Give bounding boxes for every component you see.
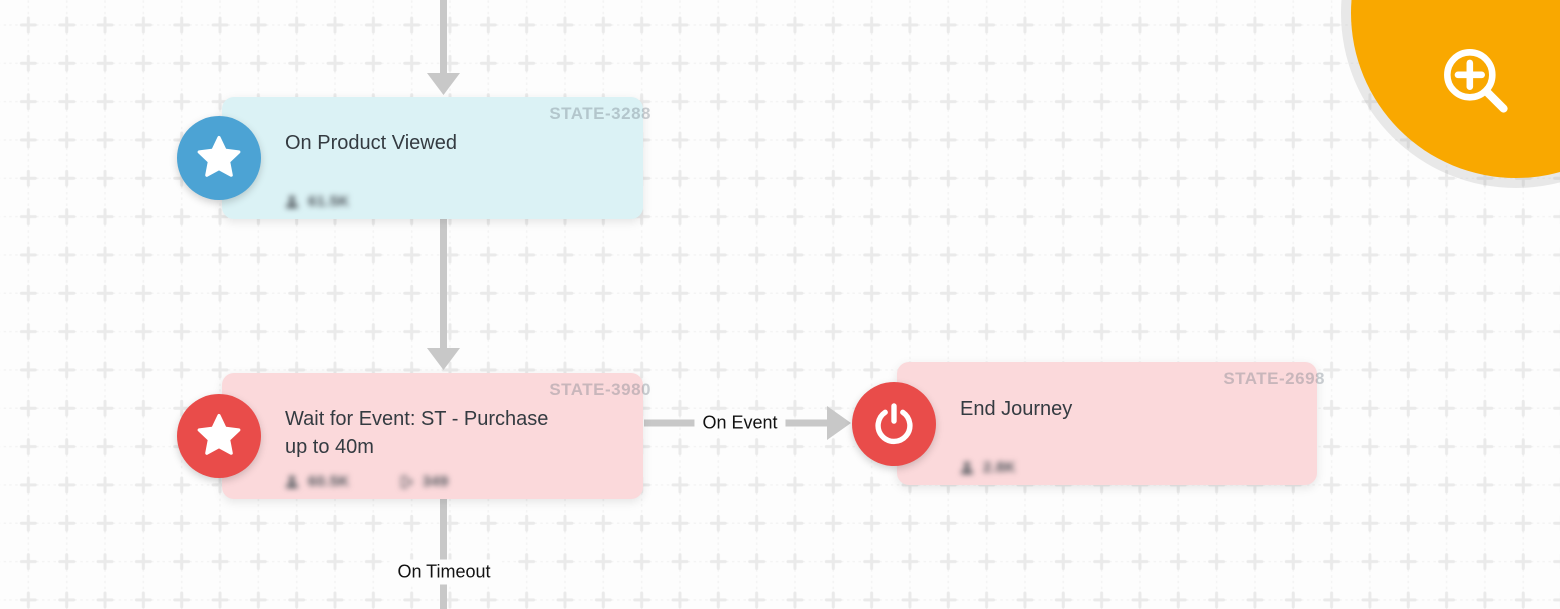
edge-label-on-event: On Event <box>694 410 786 436</box>
star-icon <box>195 412 243 460</box>
edge-arrow-incoming-top <box>427 0 460 95</box>
node-title-line: Wait for Event: ST - Purchase <box>285 408 549 430</box>
stat-users: 61.5K <box>284 193 350 210</box>
node-badge <box>177 394 261 478</box>
node-on-product-viewed[interactable]: STATE-3288 On Product Viewed 61.5K <box>177 97 651 219</box>
stat-users: 60.5K <box>284 473 350 490</box>
edge-arrow-node1-to-node2 <box>427 218 460 370</box>
node-title-line: up to 40m <box>285 436 374 458</box>
node-stats: 60.5K 349 <box>284 473 448 490</box>
stat-value: 349 <box>422 473 449 490</box>
stat-value: 61.5K <box>308 193 350 210</box>
node-title: On Product Viewed <box>285 132 457 154</box>
users-icon <box>284 194 300 210</box>
node-end-journey[interactable]: STATE-2698 End Journey 2.8K <box>852 362 1325 485</box>
node-title: End Journey <box>960 398 1073 420</box>
node-title: Wait for Event: ST - Purchase up to 40m <box>285 405 548 461</box>
node-badge <box>177 116 261 200</box>
node-wait-for-event[interactable]: STATE-3980 Wait for Event: ST - Purchase… <box>177 373 651 499</box>
power-icon <box>871 401 917 447</box>
edge-label-on-timeout: On Timeout <box>389 559 499 585</box>
node-state-id: STATE-3288 <box>549 104 651 123</box>
node-badge <box>852 382 936 466</box>
stat-value: 2.8K <box>983 459 1016 476</box>
stat-exit: 349 <box>398 473 449 490</box>
node-stats: 61.5K <box>284 193 350 210</box>
node-stats: 2.8K <box>959 459 1016 476</box>
users-icon <box>284 474 300 490</box>
node-state-id: STATE-3980 <box>549 380 651 399</box>
stat-users: 2.8K <box>959 459 1016 476</box>
stat-value: 60.5K <box>308 473 350 490</box>
users-icon <box>959 460 975 476</box>
star-icon <box>195 134 243 182</box>
exit-icon <box>398 474 415 490</box>
node-state-id: STATE-2698 <box>1223 369 1325 388</box>
